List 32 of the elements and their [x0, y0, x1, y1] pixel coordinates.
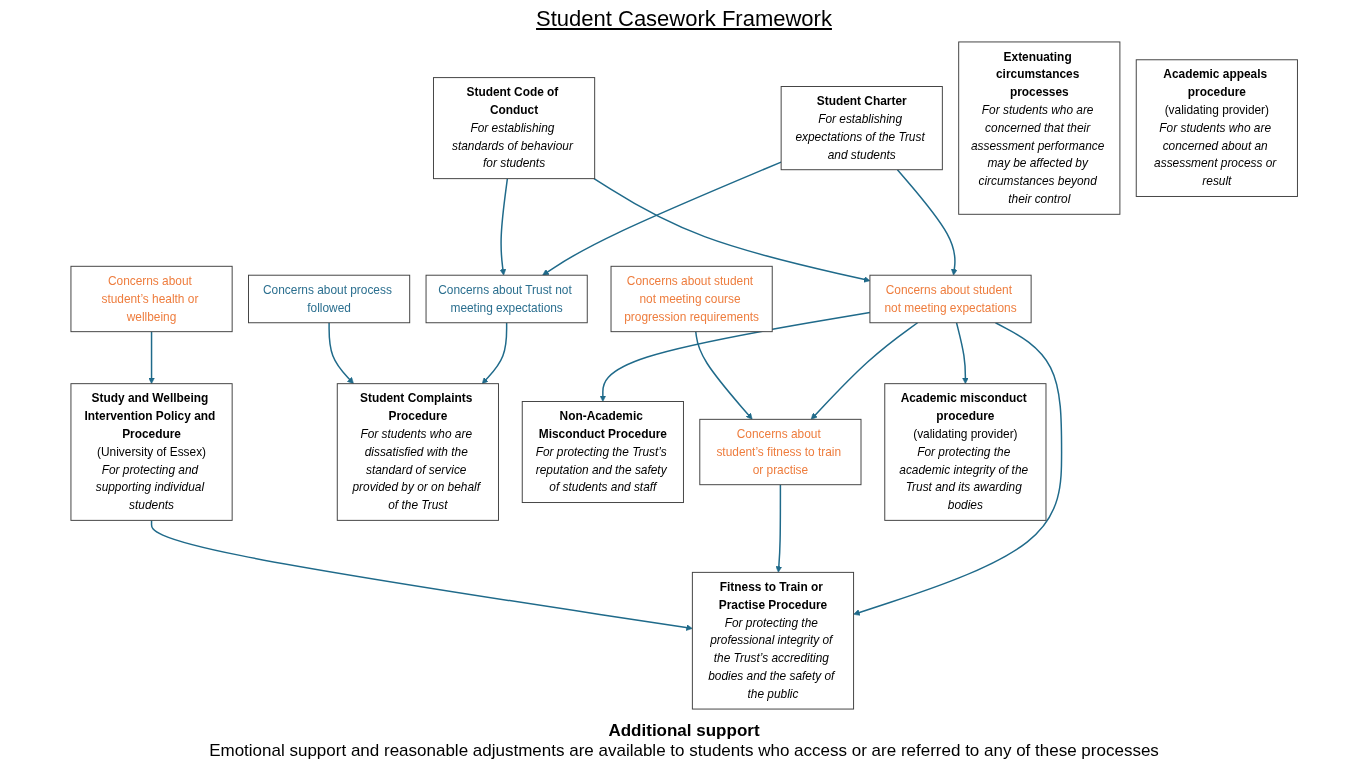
concern-box: Concerns about process followed: [247, 274, 410, 324]
procedure-box: Study and Wellbeing Intervention Policy and Procedure (University of Essex) For protecting and supporting individual students: [70, 383, 233, 521]
arrow: [328, 322, 354, 384]
arrow: [896, 168, 958, 276]
procedure-box: Student Code of Conduct For establishing standards of behaviour for students: [432, 77, 595, 180]
procedure-box: Academic appeals procedure (validating provider) For students who are concerned about an assessment process or result: [1135, 59, 1298, 197]
concern-box: Concerns about Trust not meeting expectations: [425, 274, 588, 324]
procedure-box: Extenuating circumstances processes For students who are concerned that their assessment performance may be affected by circumstances beyond their control: [958, 41, 1121, 215]
procedure-box: Student Complaints Procedure For students who are dissatisfied with the standard of service provided by or on behalf of the Trust: [336, 383, 499, 521]
concern-box: Concerns about student not meeting course progression requirements: [610, 265, 773, 333]
arrow: [853, 322, 1063, 616]
procedure-box: Academic misconduct procedure (validating provider) For protecting the academic integrity of the Trust and its awarding bodies: [884, 383, 1047, 521]
note-text: Emotional support and reasonable adjustments are available to students who access or are referred to any of these processes: [209, 741, 1159, 761]
arrow: [481, 322, 508, 384]
procedure-box: Student Charter For establishing expectations of the Trust and students: [780, 86, 943, 171]
arrow: [599, 311, 871, 402]
arrow: [694, 330, 753, 420]
concern-box: Concerns about student not meeting expectations: [869, 274, 1032, 324]
concern-box: Concerns about student’s health or wellbeing: [70, 265, 233, 333]
arrow: [775, 483, 782, 573]
note-heading: Additional support: [608, 721, 760, 741]
diagram-title: Student Casework Framework: [536, 6, 832, 32]
arrow: [148, 330, 155, 384]
concern-box: Concerns about student’s fitness to train or practise: [699, 418, 862, 486]
arrow: [150, 519, 693, 631]
arrow: [499, 177, 508, 276]
arrow: [955, 322, 969, 384]
procedure-box: Non-Academic Misconduct Procedure For protecting the Trust’s reputation and the safety of students and staff: [521, 401, 684, 503]
procedure-box: Fitness to Train or Practise Procedure For protecting the professional integrity of the Trust’s accrediting bodies and the safety of the public: [691, 571, 854, 710]
arrow: [542, 161, 782, 276]
arrow: [810, 322, 919, 420]
arrow: [593, 177, 870, 283]
